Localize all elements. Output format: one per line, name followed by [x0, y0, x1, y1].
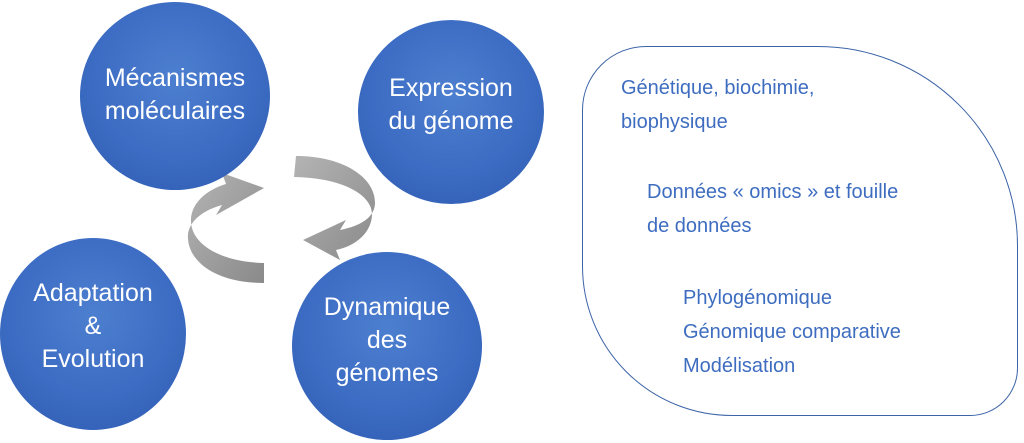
topic-line: Modélisation [683, 355, 796, 377]
circle-label-line: moléculaires [104, 97, 246, 125]
circle-expression-du-genome: Expression du génome [358, 20, 544, 204]
circle-label: Adaptation & Evolution [33, 277, 153, 376]
topic-line: de données [647, 215, 752, 237]
circle-label-line: Dynamique [323, 292, 451, 321]
cycle-arrow-left [187, 173, 264, 283]
topic-line: Génétique, biochimie, [621, 77, 815, 99]
circle-label-line: Mécanismes [104, 64, 246, 92]
circle-label-line: génomes [335, 358, 439, 387]
circle-label-line: & [84, 311, 102, 340]
circle-label-line: Evolution [41, 344, 145, 373]
topic-line: Données « omics » et fouille [647, 181, 899, 203]
circle-dynamique-des-genomes: Dynamique des génomes [292, 252, 482, 440]
circle-label-line: Adaptation [33, 278, 153, 307]
circle-label: Mécanismes moléculaires [105, 62, 245, 128]
circle-label: Dynamique des génomes [324, 291, 450, 390]
topic-phylogenomique: Phylogénomique Génomique comparative Mod… [683, 281, 901, 383]
circle-label-line: Expression [389, 74, 513, 102]
topic-genetique-biochimie: Génétique, biochimie, biophysique [621, 71, 814, 139]
circle-mecanismes-moleculaires: Mécanismes moléculaires [80, 2, 270, 190]
circle-label-line: du génome [388, 107, 514, 135]
topic-omics-data-mining: Données « omics » et fouille de données [647, 175, 898, 243]
topic-line: Génomique comparative [683, 321, 901, 343]
cycle-arrow-right [294, 156, 376, 260]
topic-line: biophysique [621, 111, 728, 133]
circle-label-line: des [366, 325, 408, 354]
topics-box: Génétique, biochimie, biophysique Donnée… [582, 46, 1018, 416]
topic-line: Phylogénomique [683, 287, 832, 309]
circle-adaptation-evolution: Adaptation & Evolution [0, 238, 186, 430]
circle-label: Expression du génome [388, 72, 513, 138]
